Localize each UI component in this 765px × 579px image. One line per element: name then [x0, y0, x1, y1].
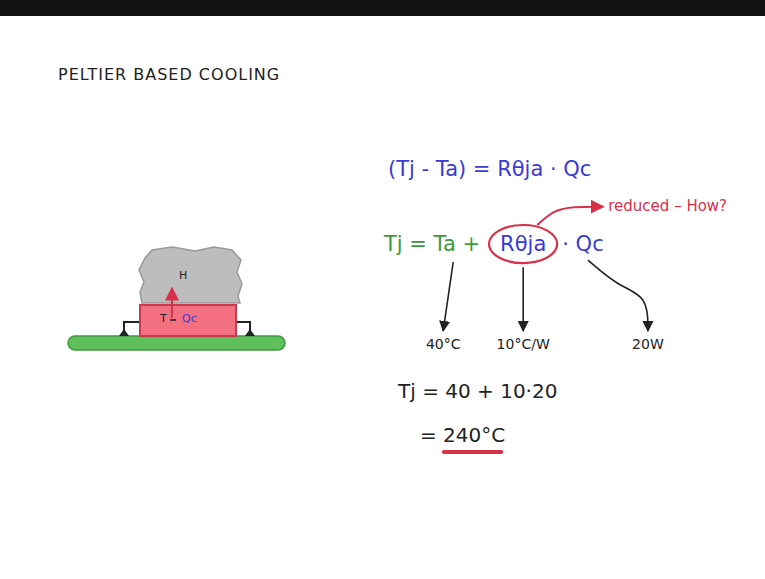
value: 40°C — [426, 336, 461, 352]
heat-label: Qc — [182, 313, 197, 326]
equation: · Qc — [562, 232, 603, 256]
note: reduced – How? — [608, 198, 727, 215]
leader-arrow — [588, 260, 648, 331]
component-package — [140, 305, 236, 336]
underline — [444, 450, 501, 454]
lead-foot — [119, 329, 129, 336]
circuit-board — [68, 336, 285, 350]
heat-label: H — [179, 270, 187, 283]
value: 10°C/W — [497, 336, 550, 352]
slide-title: PELTIER BASED COOLING — [58, 66, 280, 84]
circle-outline — [489, 225, 557, 263]
lead — [124, 322, 140, 334]
heat-arrow — [171, 288, 173, 318]
circled-term: Rθja — [488, 224, 558, 264]
leader-arrow — [443, 262, 453, 331]
junction-mark — [170, 319, 176, 321]
top-bar — [0, 0, 765, 16]
heatsink — [139, 247, 242, 303]
callout-arrow — [537, 207, 603, 225]
leader-arrow — [522, 267, 524, 331]
value: 20W — [632, 336, 664, 352]
equation: (Tj - Ta) = Rθja · Qc — [388, 157, 591, 181]
term: Rθja — [500, 232, 546, 256]
result: = 240°C — [420, 424, 505, 447]
lead-foot — [245, 329, 255, 336]
equation: Tj = Ta + — [384, 232, 480, 256]
equation: Tj = 40 + 10·20 — [398, 380, 557, 403]
junction-label: T — [160, 313, 167, 326]
